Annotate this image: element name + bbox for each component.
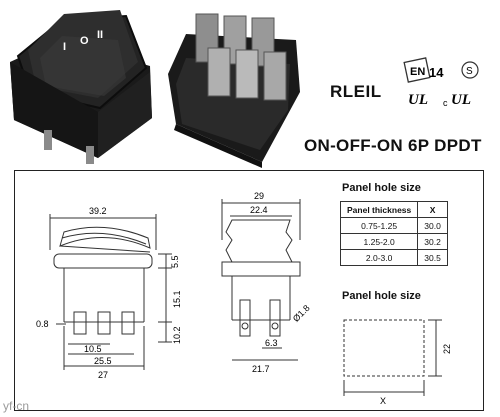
front-view-drawing bbox=[49, 214, 172, 370]
product-photo-area: I O II EN 14 S UL c UL bbox=[0, 0, 500, 172]
table-cell: 30.2 bbox=[417, 233, 448, 250]
switch-photo-front bbox=[10, 10, 152, 164]
panel-hole-diagram bbox=[343, 319, 442, 396]
dim-6-3: 6.3 bbox=[265, 338, 278, 348]
watermark: yf-cn bbox=[3, 399, 30, 413]
table-cell: 2.0-3.0 bbox=[339, 249, 419, 266]
dim-width-top: 39.2 bbox=[89, 206, 107, 216]
table-cell: 1.25-2.0 bbox=[339, 233, 419, 250]
ul-mark-1: UL bbox=[408, 92, 428, 108]
switch-symbol-2: O bbox=[80, 35, 89, 47]
panel-hole-diagram-heading: Panel hole size bbox=[342, 290, 421, 302]
cul-c: c bbox=[443, 98, 448, 108]
dim-21-7: 21.7 bbox=[252, 364, 270, 374]
technical-drawing-frame bbox=[14, 170, 484, 411]
table-row: 1.25-2.0 30.2 bbox=[339, 233, 448, 250]
table-header-cell: X bbox=[417, 201, 448, 218]
table-cell: 30.5 bbox=[417, 249, 448, 266]
side-view-drawing bbox=[221, 199, 301, 361]
switch-symbol-1: I bbox=[63, 41, 66, 53]
dim-27: 27 bbox=[98, 370, 108, 380]
terminal bbox=[207, 47, 231, 97]
enec-mark-icon bbox=[403, 57, 431, 83]
hole-dim-x: X bbox=[380, 396, 386, 406]
table-header-row: Panel thickness X bbox=[339, 201, 448, 218]
switch-photo-rear bbox=[168, 13, 300, 168]
ul-mark-2: UL bbox=[451, 92, 471, 108]
dim-10-5: 10.5 bbox=[84, 344, 102, 354]
dim-5-5: 5.5 bbox=[170, 255, 180, 268]
dim-0-8: 0.8 bbox=[36, 319, 49, 329]
dim-10-2: 10.2 bbox=[172, 326, 182, 344]
table-header-cell: Panel thickness bbox=[339, 201, 419, 218]
product-spec: ON-OFF-ON 6P DPDT bbox=[304, 136, 482, 155]
table-cell: 0.75-1.25 bbox=[339, 217, 419, 234]
brand-text: RLEIL bbox=[330, 82, 382, 101]
table-cell: 30.0 bbox=[417, 217, 448, 234]
panel-hole-table-heading: Panel hole size bbox=[342, 182, 421, 194]
table-row: 0.75-1.25 30.0 bbox=[339, 217, 448, 234]
dim-29: 29 bbox=[254, 191, 264, 201]
s-mark-text: S bbox=[466, 66, 473, 77]
enec-mark-text: EN bbox=[410, 66, 425, 78]
certification-marks: EN 14 S UL c UL bbox=[403, 57, 479, 108]
hole-dim-22: 22 bbox=[442, 344, 452, 354]
panel-thickness-table: Panel thickness X 0.75-1.25 30.0 1.25-2.… bbox=[339, 201, 448, 266]
dim-25-5: 25.5 bbox=[94, 356, 112, 366]
dim-15-1: 15.1 bbox=[172, 290, 182, 308]
switch-symbol-3: II bbox=[97, 29, 103, 41]
terminal bbox=[235, 49, 259, 99]
dim-22-4: 22.4 bbox=[250, 205, 268, 215]
dim-phi-1-8: Ø1.8 bbox=[291, 303, 312, 324]
table-row: 2.0-3.0 30.5 bbox=[339, 249, 448, 266]
terminal bbox=[263, 51, 287, 101]
s-mark-icon bbox=[461, 61, 479, 79]
product-photos: I O II EN 14 S UL c UL bbox=[10, 10, 479, 168]
enec-number: 14 bbox=[429, 65, 444, 80]
